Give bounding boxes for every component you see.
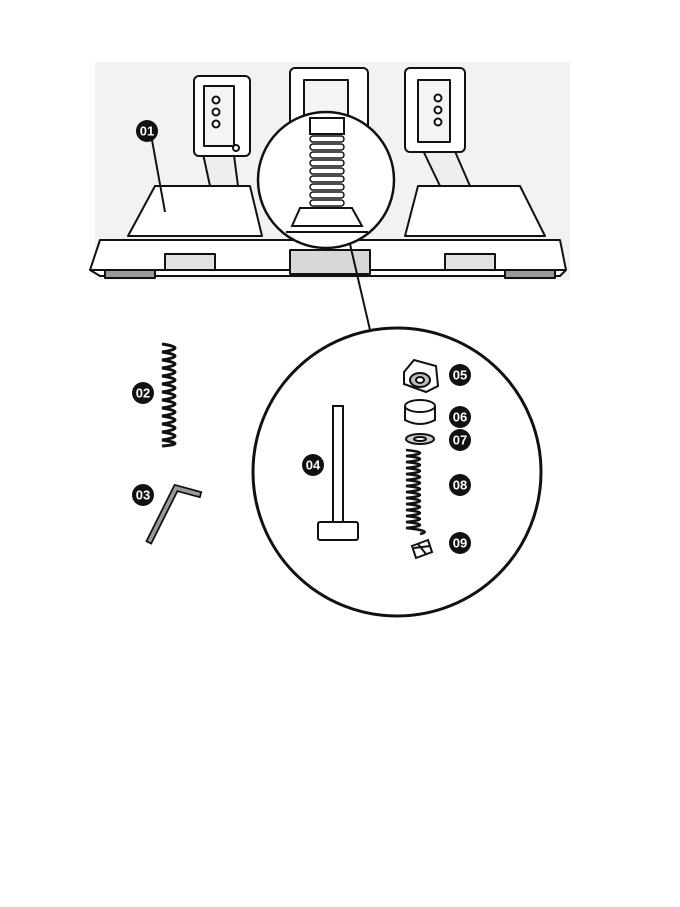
svg-text:02: 02 [136,386,150,401]
svg-text:01: 01 [140,124,154,139]
callout-05-badge: 05 [449,364,471,386]
callout-04-badge: 04 [302,454,324,476]
svg-text:06: 06 [453,410,467,425]
callout-01-badge: 01 [136,120,158,142]
svg-text:08: 08 [453,478,467,493]
svg-text:05: 05 [453,368,467,383]
callout-06-badge: 06 [449,406,471,428]
callout-09-badge: 09 [449,532,471,554]
callout-02-badge: 02 [132,382,154,404]
washer-part [406,434,434,444]
bushing-part [405,400,435,424]
callout-08-badge: 08 [449,474,471,496]
callout-07-badge: 07 [449,429,471,451]
svg-text:04: 04 [306,458,321,473]
spare-spring-part [162,344,175,446]
exploded-view-circle [253,328,541,616]
svg-text:07: 07 [453,433,467,448]
svg-text:09: 09 [453,536,467,551]
svg-text:03: 03 [136,488,150,503]
center-spring-detail [258,112,394,330]
hex-key-part [150,488,198,540]
callout-03-badge: 03 [132,484,154,506]
